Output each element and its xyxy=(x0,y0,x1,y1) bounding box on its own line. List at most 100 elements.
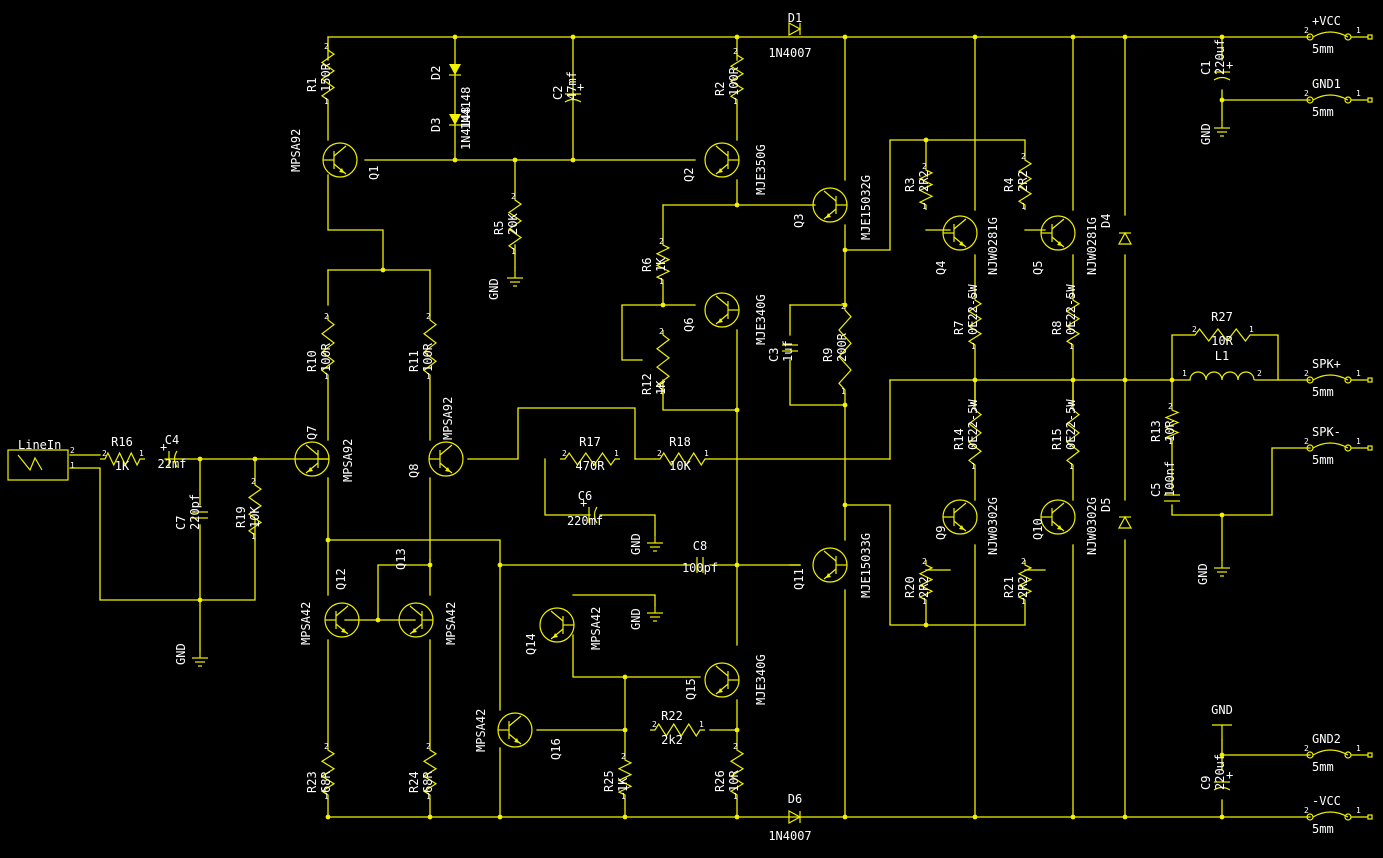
gnd-label: GND xyxy=(487,278,501,300)
value-label: 200R xyxy=(835,332,849,362)
svg-text:2: 2 xyxy=(922,162,927,171)
ground-symbol: GND xyxy=(174,643,208,667)
connector-name: SPK+ xyxy=(1312,357,1341,371)
ref-label: Q6 xyxy=(682,318,696,332)
ref-label: Q4 xyxy=(934,261,948,275)
ref-label: Q8 xyxy=(407,464,421,478)
ref-label: R5 xyxy=(492,221,506,235)
svg-text:2: 2 xyxy=(1069,402,1074,411)
part-label: MJE15033G xyxy=(859,533,873,598)
part-label: 1N4007 xyxy=(768,829,811,843)
ref-label: C3 xyxy=(767,348,781,362)
part-label: MPSA42 xyxy=(444,602,458,645)
ref-label: D2 xyxy=(429,66,443,80)
svg-text:1: 1 xyxy=(971,462,976,471)
value-label: 2R2 xyxy=(917,576,931,598)
svg-text:1: 1 xyxy=(704,449,709,458)
ground-symbol: GND xyxy=(629,605,663,630)
part-label: MPSA92 xyxy=(289,129,303,172)
svg-text:1: 1 xyxy=(324,792,329,801)
gnd-label: GND xyxy=(629,533,643,555)
junction-dots xyxy=(197,34,1225,820)
svg-text:1: 1 xyxy=(70,461,75,470)
part-label: 1N4007 xyxy=(768,46,811,60)
connector-name: GND2 xyxy=(1312,732,1341,746)
svg-text:2: 2 xyxy=(1021,152,1026,161)
ref-label: Q9 xyxy=(934,526,948,540)
value-label: 1K xyxy=(616,777,630,792)
value-label: 100R xyxy=(727,66,741,96)
part-label: MJE340G xyxy=(754,654,768,705)
part-label: MJE340G xyxy=(754,294,768,345)
ref-label: Q16 xyxy=(549,738,563,760)
svg-text:1: 1 xyxy=(614,449,619,458)
value-label: 0E22-5W xyxy=(966,399,980,450)
value-label: 22mf xyxy=(158,457,187,471)
svg-text:2: 2 xyxy=(1304,26,1309,35)
svg-text:2: 2 xyxy=(1168,402,1173,411)
svg-text:1: 1 xyxy=(1182,369,1187,378)
ref-label: R12 xyxy=(640,373,654,395)
ref-label: R1 xyxy=(305,78,319,92)
svg-text:1: 1 xyxy=(1356,806,1361,815)
svg-text:2: 2 xyxy=(733,742,738,751)
svg-text:+: + xyxy=(1226,768,1233,782)
ref-label: R16 xyxy=(111,435,133,449)
value-label: 2R2 xyxy=(917,170,931,192)
ref-label: R11 xyxy=(407,350,421,372)
svg-text:+: + xyxy=(577,80,584,94)
svg-text:2: 2 xyxy=(1257,369,1262,378)
ground-supply: GND xyxy=(1211,703,1233,740)
ref-label: R6 xyxy=(640,258,654,272)
connector-minusvcc: 2 1 -VCC 5mm xyxy=(1304,794,1373,836)
connector-size: 5mm xyxy=(1312,105,1334,119)
svg-text:2: 2 xyxy=(426,312,431,321)
svg-text:2: 2 xyxy=(426,742,431,751)
ref-label: D1 xyxy=(788,11,802,25)
ref-label: R8 xyxy=(1050,321,1064,335)
svg-text:1: 1 xyxy=(659,387,664,396)
svg-text:1: 1 xyxy=(1356,26,1361,35)
value-label: 2R2 xyxy=(1016,170,1030,192)
ref-label: Q15 xyxy=(684,678,698,700)
svg-text:2: 2 xyxy=(1304,806,1309,815)
part-label: NJW0302G xyxy=(986,497,1000,555)
part-label: MJE350G xyxy=(754,144,768,195)
ref-label: C1 xyxy=(1199,61,1213,75)
svg-text:2: 2 xyxy=(251,477,256,486)
ref-label: R18 xyxy=(669,435,691,449)
svg-text:2: 2 xyxy=(324,42,329,51)
ref-label: Q14 xyxy=(524,633,538,655)
ref-label: R4 xyxy=(1002,178,1016,192)
gnd-label: GND xyxy=(1211,703,1233,717)
svg-text:1: 1 xyxy=(733,97,738,106)
connector-name: -VCC xyxy=(1312,794,1341,808)
connector-size: 5mm xyxy=(1312,822,1334,836)
svg-text:2: 2 xyxy=(1304,369,1309,378)
svg-text:1: 1 xyxy=(922,597,927,606)
svg-text:1: 1 xyxy=(1356,744,1361,753)
diode-d5: D5 xyxy=(1099,498,1133,529)
connector-size: 5mm xyxy=(1312,453,1334,467)
svg-text:1: 1 xyxy=(1021,597,1026,606)
value-label: 47mf xyxy=(565,71,579,100)
